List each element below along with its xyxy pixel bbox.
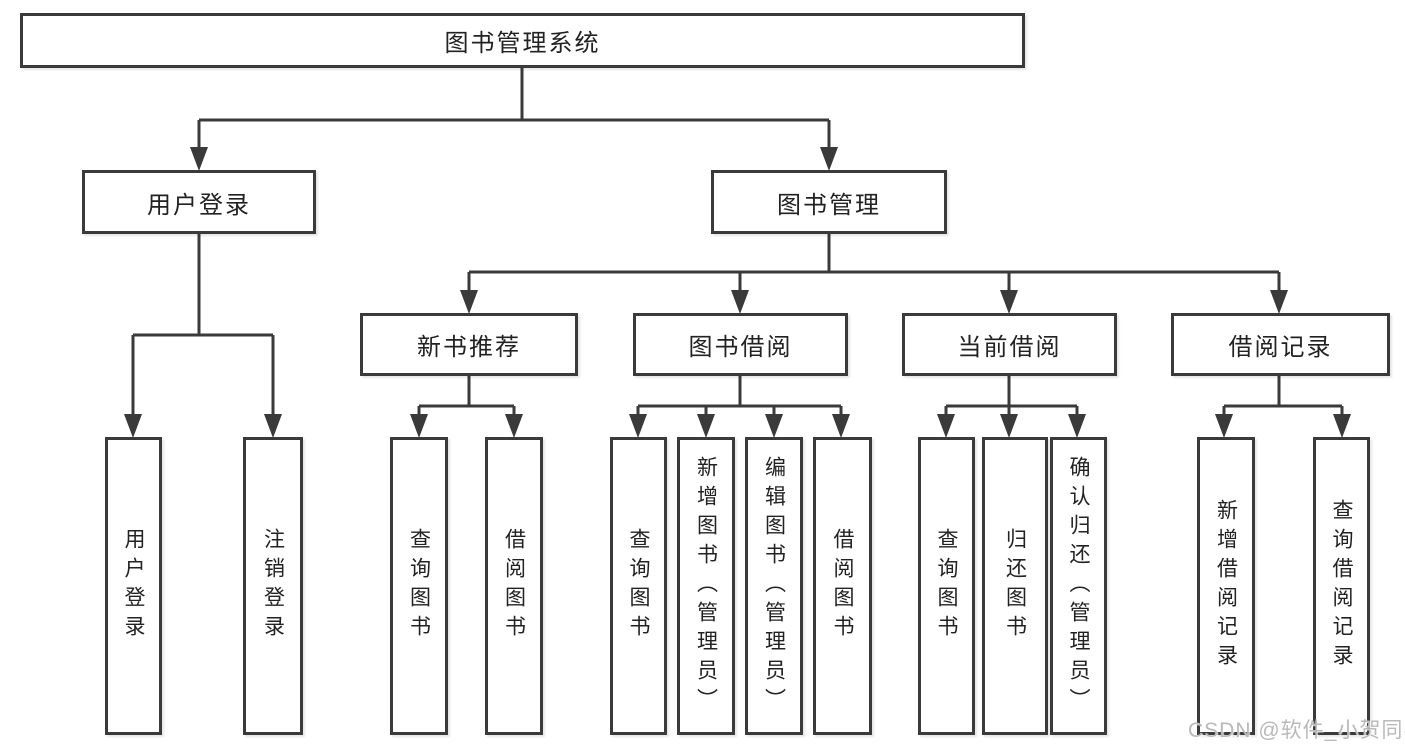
node-root: 图书管理系统 xyxy=(20,13,1025,68)
node-leaf-edit-books-admin: 编辑图书（管理员） xyxy=(745,437,803,735)
node-leaf-logout: 注销登录 xyxy=(243,437,303,735)
node-user-login-label: 用户登录 xyxy=(147,191,251,219)
connector-records-to-leaves xyxy=(1222,376,1344,418)
node-leaf-edit-books-admin-label: 编辑图书（管理员） xyxy=(762,455,786,717)
connector-userlogin-to-leaves xyxy=(131,234,275,418)
node-borrowing-records-label: 借阅记录 xyxy=(1228,334,1333,361)
node-book-borrowing: 图书借阅 xyxy=(633,313,848,376)
node-leaf-add-borrow-record: 新增借阅记录 xyxy=(1197,437,1255,735)
node-book-management-label: 图书管理 xyxy=(777,191,881,219)
node-leaf-query-borrow-record-label: 查询借阅记录 xyxy=(1330,499,1353,673)
node-leaf-confirm-return-admin: 确认归还（管理员） xyxy=(1050,437,1107,735)
connector-current-to-leaves xyxy=(944,376,1079,418)
node-new-book-recommendation-label: 新书推荐 xyxy=(417,334,521,361)
connector-recommend-to-leaves xyxy=(417,376,516,418)
node-leaf-add-books-admin: 新增图书（管理员） xyxy=(677,437,735,735)
node-leaf-query-books-current-label: 查询图书 xyxy=(935,528,958,644)
node-leaf-query-books-borrowing-label: 查询图书 xyxy=(627,528,650,644)
node-new-book-recommendation: 新书推荐 xyxy=(360,313,578,376)
connector-borrowing-to-leaves xyxy=(636,376,843,418)
node-leaf-user-login: 用户登录 xyxy=(105,437,162,735)
node-leaf-user-login-label: 用户登录 xyxy=(122,528,145,644)
node-leaf-query-borrow-record: 查询借阅记录 xyxy=(1313,437,1370,735)
node-current-borrowing: 当前借阅 xyxy=(902,313,1117,376)
node-leaf-logout-label: 注销登录 xyxy=(261,528,285,644)
node-user-login: 用户登录 xyxy=(82,170,316,234)
node-leaf-return-books-label: 归还图书 xyxy=(1003,528,1027,644)
node-leaf-add-borrow-record-label: 新增借阅记录 xyxy=(1214,499,1238,673)
node-book-borrowing-label: 图书借阅 xyxy=(688,334,793,361)
node-leaf-query-books-recommend-label: 查询图书 xyxy=(407,528,431,644)
node-leaf-return-books: 归还图书 xyxy=(982,437,1048,735)
node-leaf-add-books-admin-label: 新增图书（管理员） xyxy=(694,455,718,717)
node-leaf-confirm-return-admin-label: 确认归还（管理员） xyxy=(1067,455,1090,717)
node-borrowing-records: 借阅记录 xyxy=(1171,313,1390,376)
node-leaf-borrow-books-recommend: 借阅图书 xyxy=(485,437,543,735)
node-current-borrowing-label: 当前借阅 xyxy=(957,334,1062,361)
watermark-text: CSDN @软件_小贺同学 xyxy=(1188,719,1405,742)
node-leaf-borrow-books: 借阅图书 xyxy=(813,437,872,735)
node-leaf-borrow-books-label: 借阅图书 xyxy=(831,528,854,644)
node-root-label: 图书管理系统 xyxy=(444,30,601,57)
node-leaf-query-books-current: 查询图书 xyxy=(918,437,975,735)
node-leaf-query-books-recommend: 查询图书 xyxy=(390,437,448,735)
connector-root-to-level2 xyxy=(197,68,831,151)
node-leaf-query-books-borrowing: 查询图书 xyxy=(610,437,667,735)
node-leaf-borrow-books-recommend-label: 借阅图书 xyxy=(502,528,526,644)
node-book-management: 图书管理 xyxy=(711,170,947,234)
connector-bookmgmt-to-level3 xyxy=(467,234,1281,294)
